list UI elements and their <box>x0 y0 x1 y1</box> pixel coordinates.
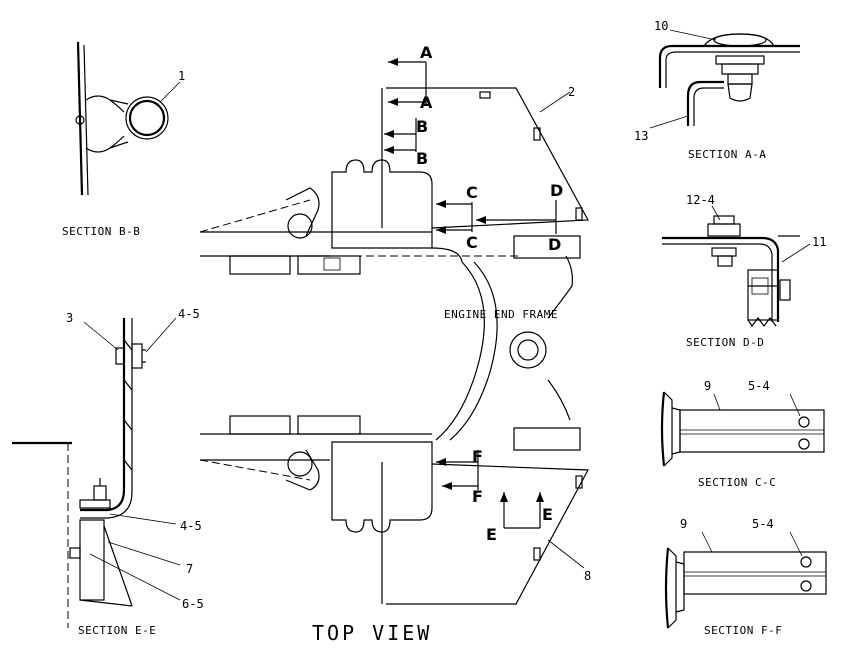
section-mark-d-2: D <box>548 235 561 254</box>
callout-6-5: 6-5 <box>182 597 204 611</box>
section-mark-a-1: A <box>420 43 433 62</box>
callout-2: 2 <box>568 85 575 99</box>
section-a-a-view: 10 13 SECTION A-A <box>634 19 800 161</box>
section-e-caption: SECTION E-E <box>78 624 156 637</box>
section-c-c-view: 9 5-4 SECTION C-C <box>660 379 825 489</box>
section-mark-c-1: C <box>466 183 478 202</box>
section-mark-b-2: B <box>416 149 428 168</box>
section-d-caption: SECTION D-D <box>686 336 764 349</box>
callout-9-f: 9 <box>680 517 687 531</box>
section-mark-c-2: C <box>466 233 478 252</box>
section-mark-d-1: D <box>550 181 563 200</box>
engine-end-frame-label: ENGINE END FRAME <box>444 308 558 321</box>
section-d-d-view: 12-4 11 SECTION D-D <box>662 193 826 349</box>
callout-9-c: 9 <box>704 379 711 393</box>
section-e-e-view: 3 4-5 4-5 7 6-5 SECTION E-E <box>12 307 204 637</box>
callout-1: 1 <box>178 69 185 83</box>
callout-12-4: 12-4 <box>686 193 715 207</box>
section-mark-a-2: A <box>420 93 433 112</box>
section-a-caption: SECTION A-A <box>688 148 766 161</box>
section-mark-e-1: E <box>486 525 497 544</box>
section-b-b-view: SECTION B-B 1 <box>62 41 185 238</box>
callout-11: 11 <box>812 235 826 249</box>
callout-5-4-f: 5-4 <box>752 517 774 531</box>
section-c-caption: SECTION C-C <box>698 476 776 489</box>
callout-4-5-mid: 4-5 <box>180 519 202 533</box>
callout-4-5-top: 4-5 <box>178 307 200 321</box>
section-f-caption: SECTION F-F <box>704 624 782 637</box>
section-mark-e-2: E <box>542 505 553 524</box>
callout-13: 13 <box>634 129 648 143</box>
top-view: 2 ENGINE END FRAME <box>199 43 591 645</box>
callout-5-4-c: 5-4 <box>748 379 770 393</box>
section-mark-f-1: F <box>472 447 483 466</box>
callout-8: 8 <box>584 569 591 583</box>
section-b-caption: SECTION B-B <box>62 225 140 238</box>
section-f-f-view: 9 5-4 SECTION F-F <box>664 517 827 637</box>
callout-3: 3 <box>66 311 73 325</box>
callout-10: 10 <box>654 19 668 33</box>
section-mark-f-2: F <box>472 487 483 506</box>
callout-7: 7 <box>186 562 193 576</box>
top-view-caption: TOP VIEW <box>312 621 432 645</box>
section-mark-b-1: B <box>416 117 428 136</box>
